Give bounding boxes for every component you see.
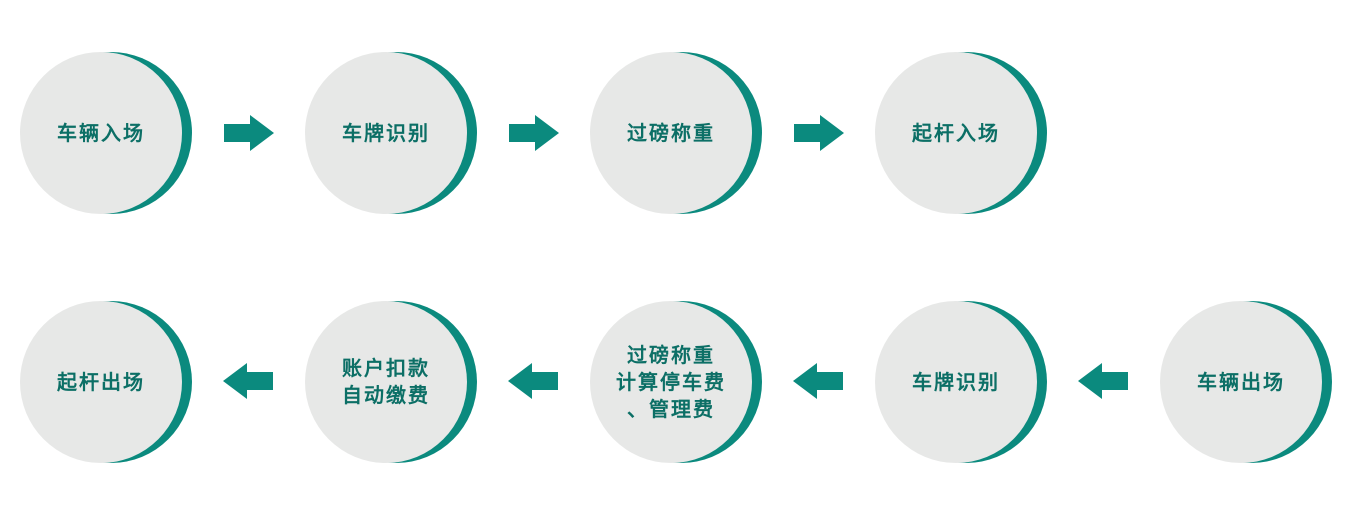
arrow-right-icon: [224, 115, 274, 151]
node-label: 车辆出场: [1197, 369, 1285, 394]
exit-step-weighing-fee-calculation: 过磅称重 计算停车费 、管理费: [590, 301, 770, 463]
entry-step-gate-open: 起杆入场: [875, 52, 1055, 214]
arrow-right-icon: [794, 115, 844, 151]
node-label: 过磅称重 计算停车费 、管理费: [616, 342, 726, 421]
entry-step-vehicle-entry: 车辆入场: [20, 52, 200, 214]
node-label: 起杆出场: [57, 369, 145, 394]
node-circle: 车辆入场: [20, 52, 182, 214]
arrow-left-icon: [1078, 363, 1128, 399]
node-label: 过磅称重: [627, 120, 715, 145]
exit-step-auto-payment: 账户扣款 自动缴费: [305, 301, 485, 463]
node-label: 账户扣款 自动缴费: [342, 356, 430, 407]
entry-step-plate-recognition: 车牌识别: [305, 52, 485, 214]
arrow-left-icon: [508, 363, 558, 399]
node-label: 车牌识别: [342, 120, 430, 145]
node-circle: 车牌识别: [875, 301, 1037, 463]
arrow-left-icon: [793, 363, 843, 399]
node-circle: 过磅称重: [590, 52, 752, 214]
exit-step-vehicle-exit: 车辆出场: [1160, 301, 1340, 463]
arrow-left-icon: [223, 363, 273, 399]
node-circle: 账户扣款 自动缴费: [305, 301, 467, 463]
node-label: 车辆入场: [57, 120, 145, 145]
node-circle: 起杆入场: [875, 52, 1037, 214]
node-label: 起杆入场: [912, 120, 1000, 145]
node-circle: 起杆出场: [20, 301, 182, 463]
node-circle: 车辆出场: [1160, 301, 1322, 463]
arrow-right-icon: [509, 115, 559, 151]
exit-step-gate-open: 起杆出场: [20, 301, 200, 463]
node-circle: 车牌识别: [305, 52, 467, 214]
exit-step-plate-recognition: 车牌识别: [875, 301, 1055, 463]
node-label: 车牌识别: [912, 369, 1000, 394]
node-circle: 过磅称重 计算停车费 、管理费: [590, 301, 752, 463]
entry-step-weighing: 过磅称重: [590, 52, 770, 214]
